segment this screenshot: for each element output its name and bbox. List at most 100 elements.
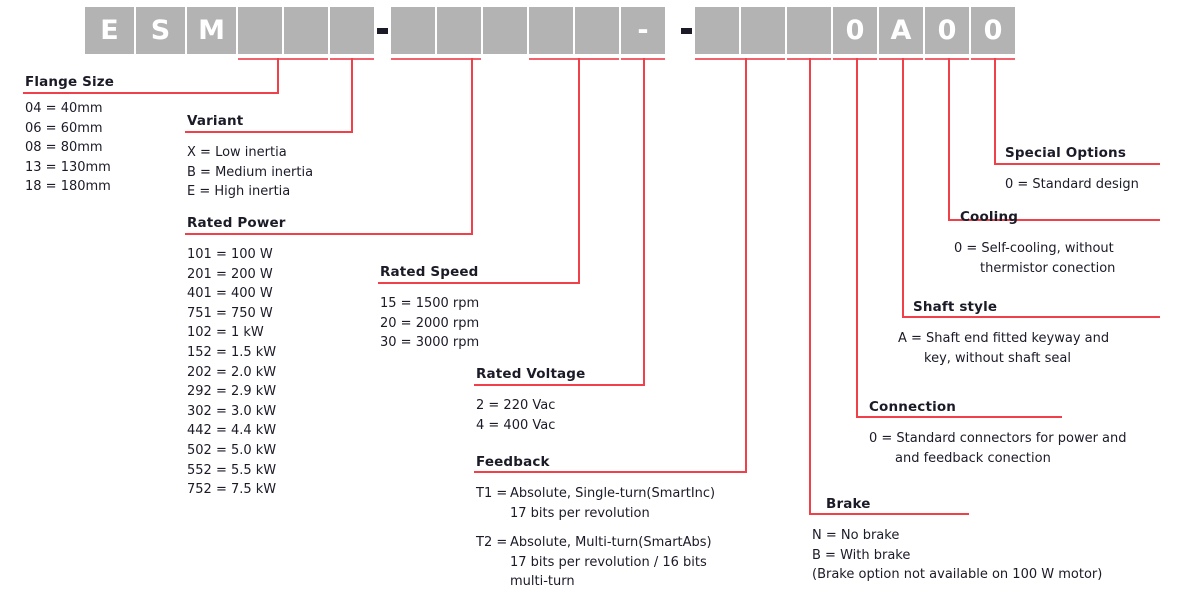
list-item: B = With brake [812, 547, 911, 563]
leader-special-drop [994, 58, 996, 164]
list-item: 201 = 200 W [187, 266, 273, 282]
connection-line-2: and feedback conection [895, 450, 1051, 466]
code-separator-dash-1 [377, 28, 388, 34]
leader-variant-drop [351, 58, 353, 133]
section-connection: Connection [869, 399, 956, 415]
list-item: N = No brake [812, 528, 900, 543]
list-item: 08 = 80mm [25, 140, 103, 156]
list-item: 751 = 750 W [187, 305, 273, 321]
feedback-entry-line3: multi-turn [510, 574, 575, 590]
feedback-entry-line2: 17 bits per revolution [510, 505, 650, 521]
flange-size-heading: Flange Size [25, 74, 115, 90]
list-item: 502 = 5.0 kW [187, 442, 277, 458]
rated-power-rows: 101 = 100 W 201 = 200 W 401 = 400 W 751 … [187, 245, 276, 500]
rated-voltage-rows: 2 = 220 Vac 4 = 400 Vac [476, 396, 555, 435]
feedback-rows: T1 = Absolute, Single-turn(SmartInc) 17 … [476, 484, 715, 591]
list-item: 152 = 1.5 kW [187, 344, 277, 360]
rated-power-heading: Rated Power [187, 215, 286, 231]
list-item: 4 = 400 Vac [476, 417, 556, 433]
feedback-entry-line1: Absolute, Multi-turn(SmartAbs) [510, 535, 712, 551]
list-item: 102 = 1 kW [187, 325, 264, 341]
list-item: 101 = 100 W [187, 247, 273, 262]
code-cell-variant [330, 7, 374, 54]
code-cell-brake [787, 7, 831, 54]
list-item: 18 = 180mm [25, 179, 111, 195]
feedback-heading: Feedback [476, 454, 550, 470]
leader-voltage-drop [643, 58, 645, 385]
leader-speed-underline [378, 282, 580, 284]
feedback-spacer [476, 523, 715, 533]
code-cell-voltage: - [621, 7, 665, 54]
section-cooling: Cooling [960, 209, 1018, 225]
list-item: 04 = 40mm [25, 101, 103, 116]
list-item: X = Low inertia [187, 145, 287, 160]
leader-power-drop [471, 58, 473, 235]
code-cell-e: E [85, 7, 134, 54]
list-item: B = Medium inertia [187, 164, 314, 180]
connection-rows: 0 = Standard connectors for power and an… [869, 429, 1127, 468]
code-cell-flange-1 [238, 7, 282, 54]
list-item: 202 = 2.0 kW [187, 364, 277, 380]
feedback-entry-key: T2 = [476, 535, 508, 551]
section-rated-power: Rated Power [187, 215, 286, 231]
code-cell-s: S [136, 7, 185, 54]
list-item: 06 = 60mm [25, 120, 103, 136]
section-feedback: Feedback [476, 454, 550, 470]
list-item: 2 = 220 Vac [476, 398, 556, 413]
code-cell-power-1 [391, 7, 435, 54]
connection-heading: Connection [869, 399, 957, 415]
code-cell-power-2 [437, 7, 481, 54]
section-shaft-style: Shaft style [913, 299, 997, 315]
leader-shaft-bracket [879, 58, 923, 60]
list-item: 302 = 3.0 kW [187, 403, 277, 419]
list-item: 752 = 7.5 kW [187, 482, 277, 498]
list-item: 292 = 2.9 kW [187, 384, 277, 400]
leader-cooling-underline [948, 219, 1160, 221]
list-item: 552 = 5.5 kW [187, 462, 277, 478]
code-cell-special-options: 0 [971, 7, 1015, 54]
code-cell-cooling: 0 [925, 7, 969, 54]
leader-brake-underline [809, 513, 969, 515]
leader-brake-drop [809, 58, 811, 515]
section-rated-speed: Rated Speed [380, 264, 479, 280]
variant-rows: X = Low inertia B = Medium inertia E = H… [187, 143, 313, 202]
leader-feedback-underline [474, 471, 747, 473]
cooling-line-2: thermistor conection [980, 260, 1116, 276]
leader-connection-underline [856, 416, 1062, 418]
brake-heading: Brake [826, 496, 871, 512]
leader-power-underline [185, 233, 473, 235]
leader-flange-drop [277, 58, 279, 93]
shaft-style-line-2: key, without shaft seal [924, 350, 1071, 366]
rated-voltage-heading: Rated Voltage [476, 366, 586, 382]
leader-shaft-drop [902, 58, 904, 317]
section-flange-size: Flange Size [25, 74, 114, 90]
list-item: 15 = 1500 rpm [380, 296, 480, 311]
leader-cooling-bracket [925, 58, 969, 60]
leader-special-bracket [971, 58, 1015, 60]
section-brake: Brake [826, 496, 871, 512]
section-variant: Variant [187, 113, 243, 129]
shaft-style-rows: A = Shaft end fitted keyway and key, wit… [898, 329, 1109, 368]
feedback-entry-line2: 17 bits per revolution / 16 bits [510, 554, 707, 570]
list-item: 442 = 4.4 kW [187, 423, 277, 439]
leader-voltage-underline [474, 384, 645, 386]
leader-connection-drop [856, 58, 858, 417]
code-cell-shaft-style: A [879, 7, 923, 54]
code-cell-feedback-2 [741, 7, 785, 54]
leader-special-underline [994, 163, 1160, 165]
leader-cooling-drop [948, 58, 950, 220]
code-cell-speed-1 [529, 7, 573, 54]
flange-size-rows: 04 = 40mm 06 = 60mm 08 = 80mm 13 = 130mm… [25, 99, 111, 197]
special-options-rows: 0 = Standard design [1005, 175, 1139, 195]
feedback-entry-t2: T2 = Absolute, Multi-turn(SmartAbs) 17 b… [476, 533, 715, 591]
leader-speed-drop [578, 58, 580, 284]
code-cell-speed-2 [575, 7, 619, 54]
leader-feedback-drop [745, 58, 747, 473]
leader-connection-bracket [833, 58, 877, 60]
shaft-style-line-1: A = Shaft end fitted keyway and [898, 331, 1110, 346]
leader-power-bracket [391, 58, 481, 60]
leader-flange-underline [23, 92, 279, 94]
rated-speed-rows: 15 = 1500 rpm 20 = 2000 rpm 30 = 3000 rp… [380, 294, 479, 353]
leader-speed-bracket [529, 58, 619, 60]
leader-variant-underline [185, 131, 353, 133]
